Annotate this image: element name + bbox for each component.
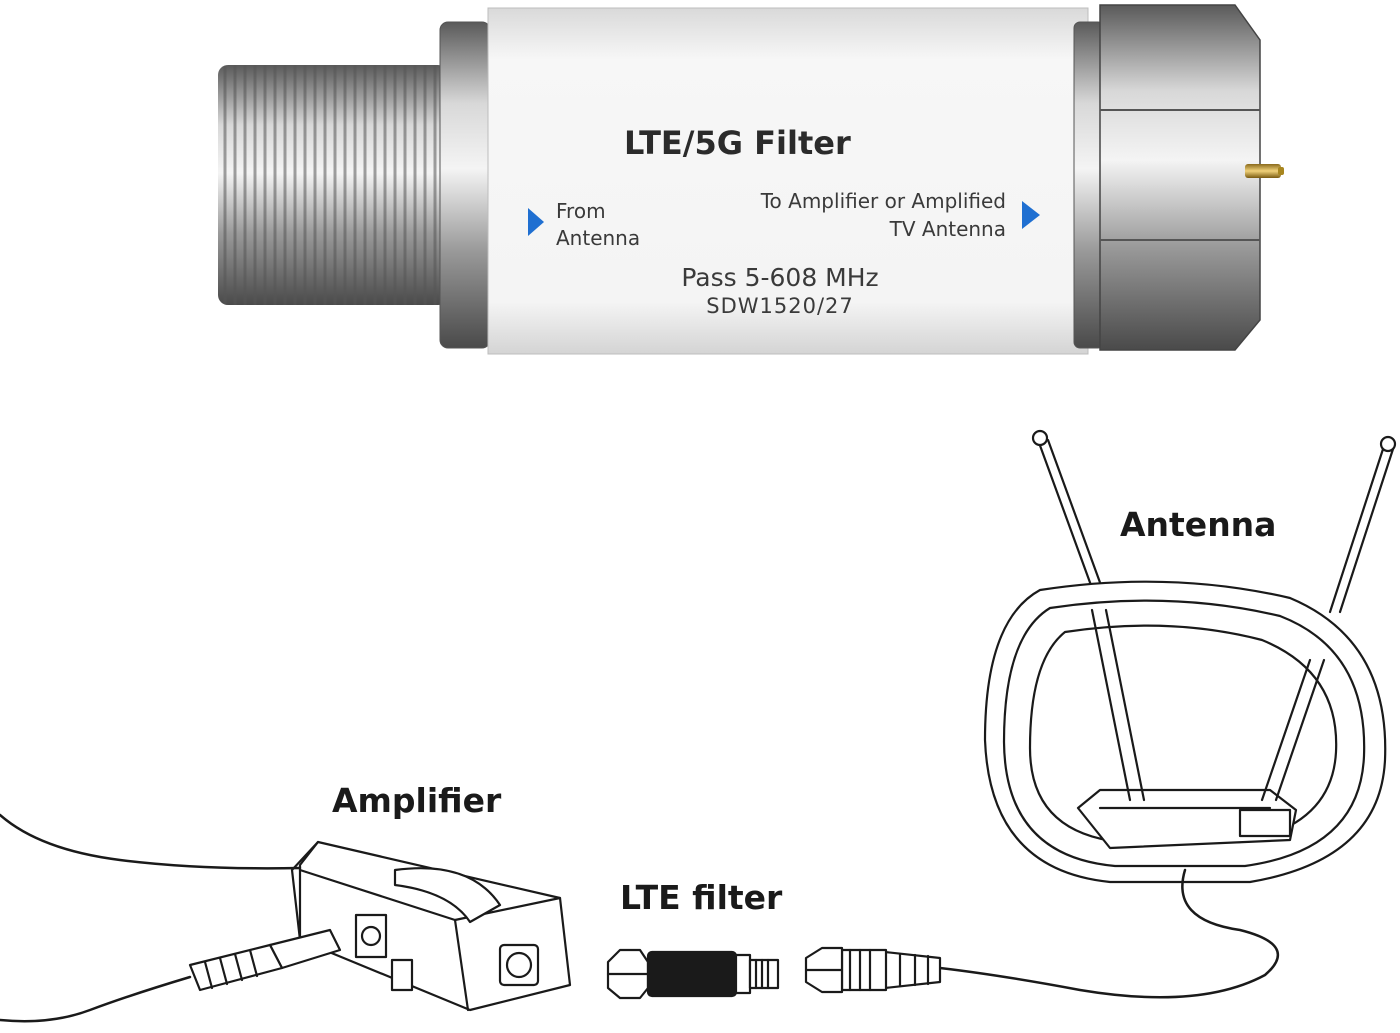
to-arrow-icon xyxy=(1022,201,1040,229)
amplifier-cable-bottom xyxy=(0,975,192,1023)
to-label-line1: To Amplifier or Amplified xyxy=(760,189,1006,213)
antenna-drawing xyxy=(983,429,1397,884)
amplifier-label: Amplifier xyxy=(332,781,502,820)
model-number: SDW1520/27 xyxy=(706,294,854,318)
antenna-cable xyxy=(938,868,1280,999)
from-arrow-icon xyxy=(528,208,544,236)
amplifier-drawing xyxy=(290,840,572,1012)
product-title: LTE/5G Filter xyxy=(624,124,851,162)
from-label-line1: From xyxy=(556,199,606,223)
lte-filter-drawing xyxy=(606,948,780,1000)
antenna-label: Antenna xyxy=(1120,505,1277,544)
amplifier-cable-top xyxy=(0,813,302,870)
antenna-cable-connector xyxy=(804,946,942,994)
lte-filter-product-photo xyxy=(218,4,1284,355)
lte-filter-label: LTE filter xyxy=(620,878,783,917)
to-label-line2: TV Antenna xyxy=(889,217,1006,241)
from-label-line2: Antenna xyxy=(556,226,641,250)
amplifier-input-plug xyxy=(188,928,342,992)
connection-diagram xyxy=(0,429,1397,1023)
pass-band-text: Pass 5-608 MHz xyxy=(681,263,879,292)
